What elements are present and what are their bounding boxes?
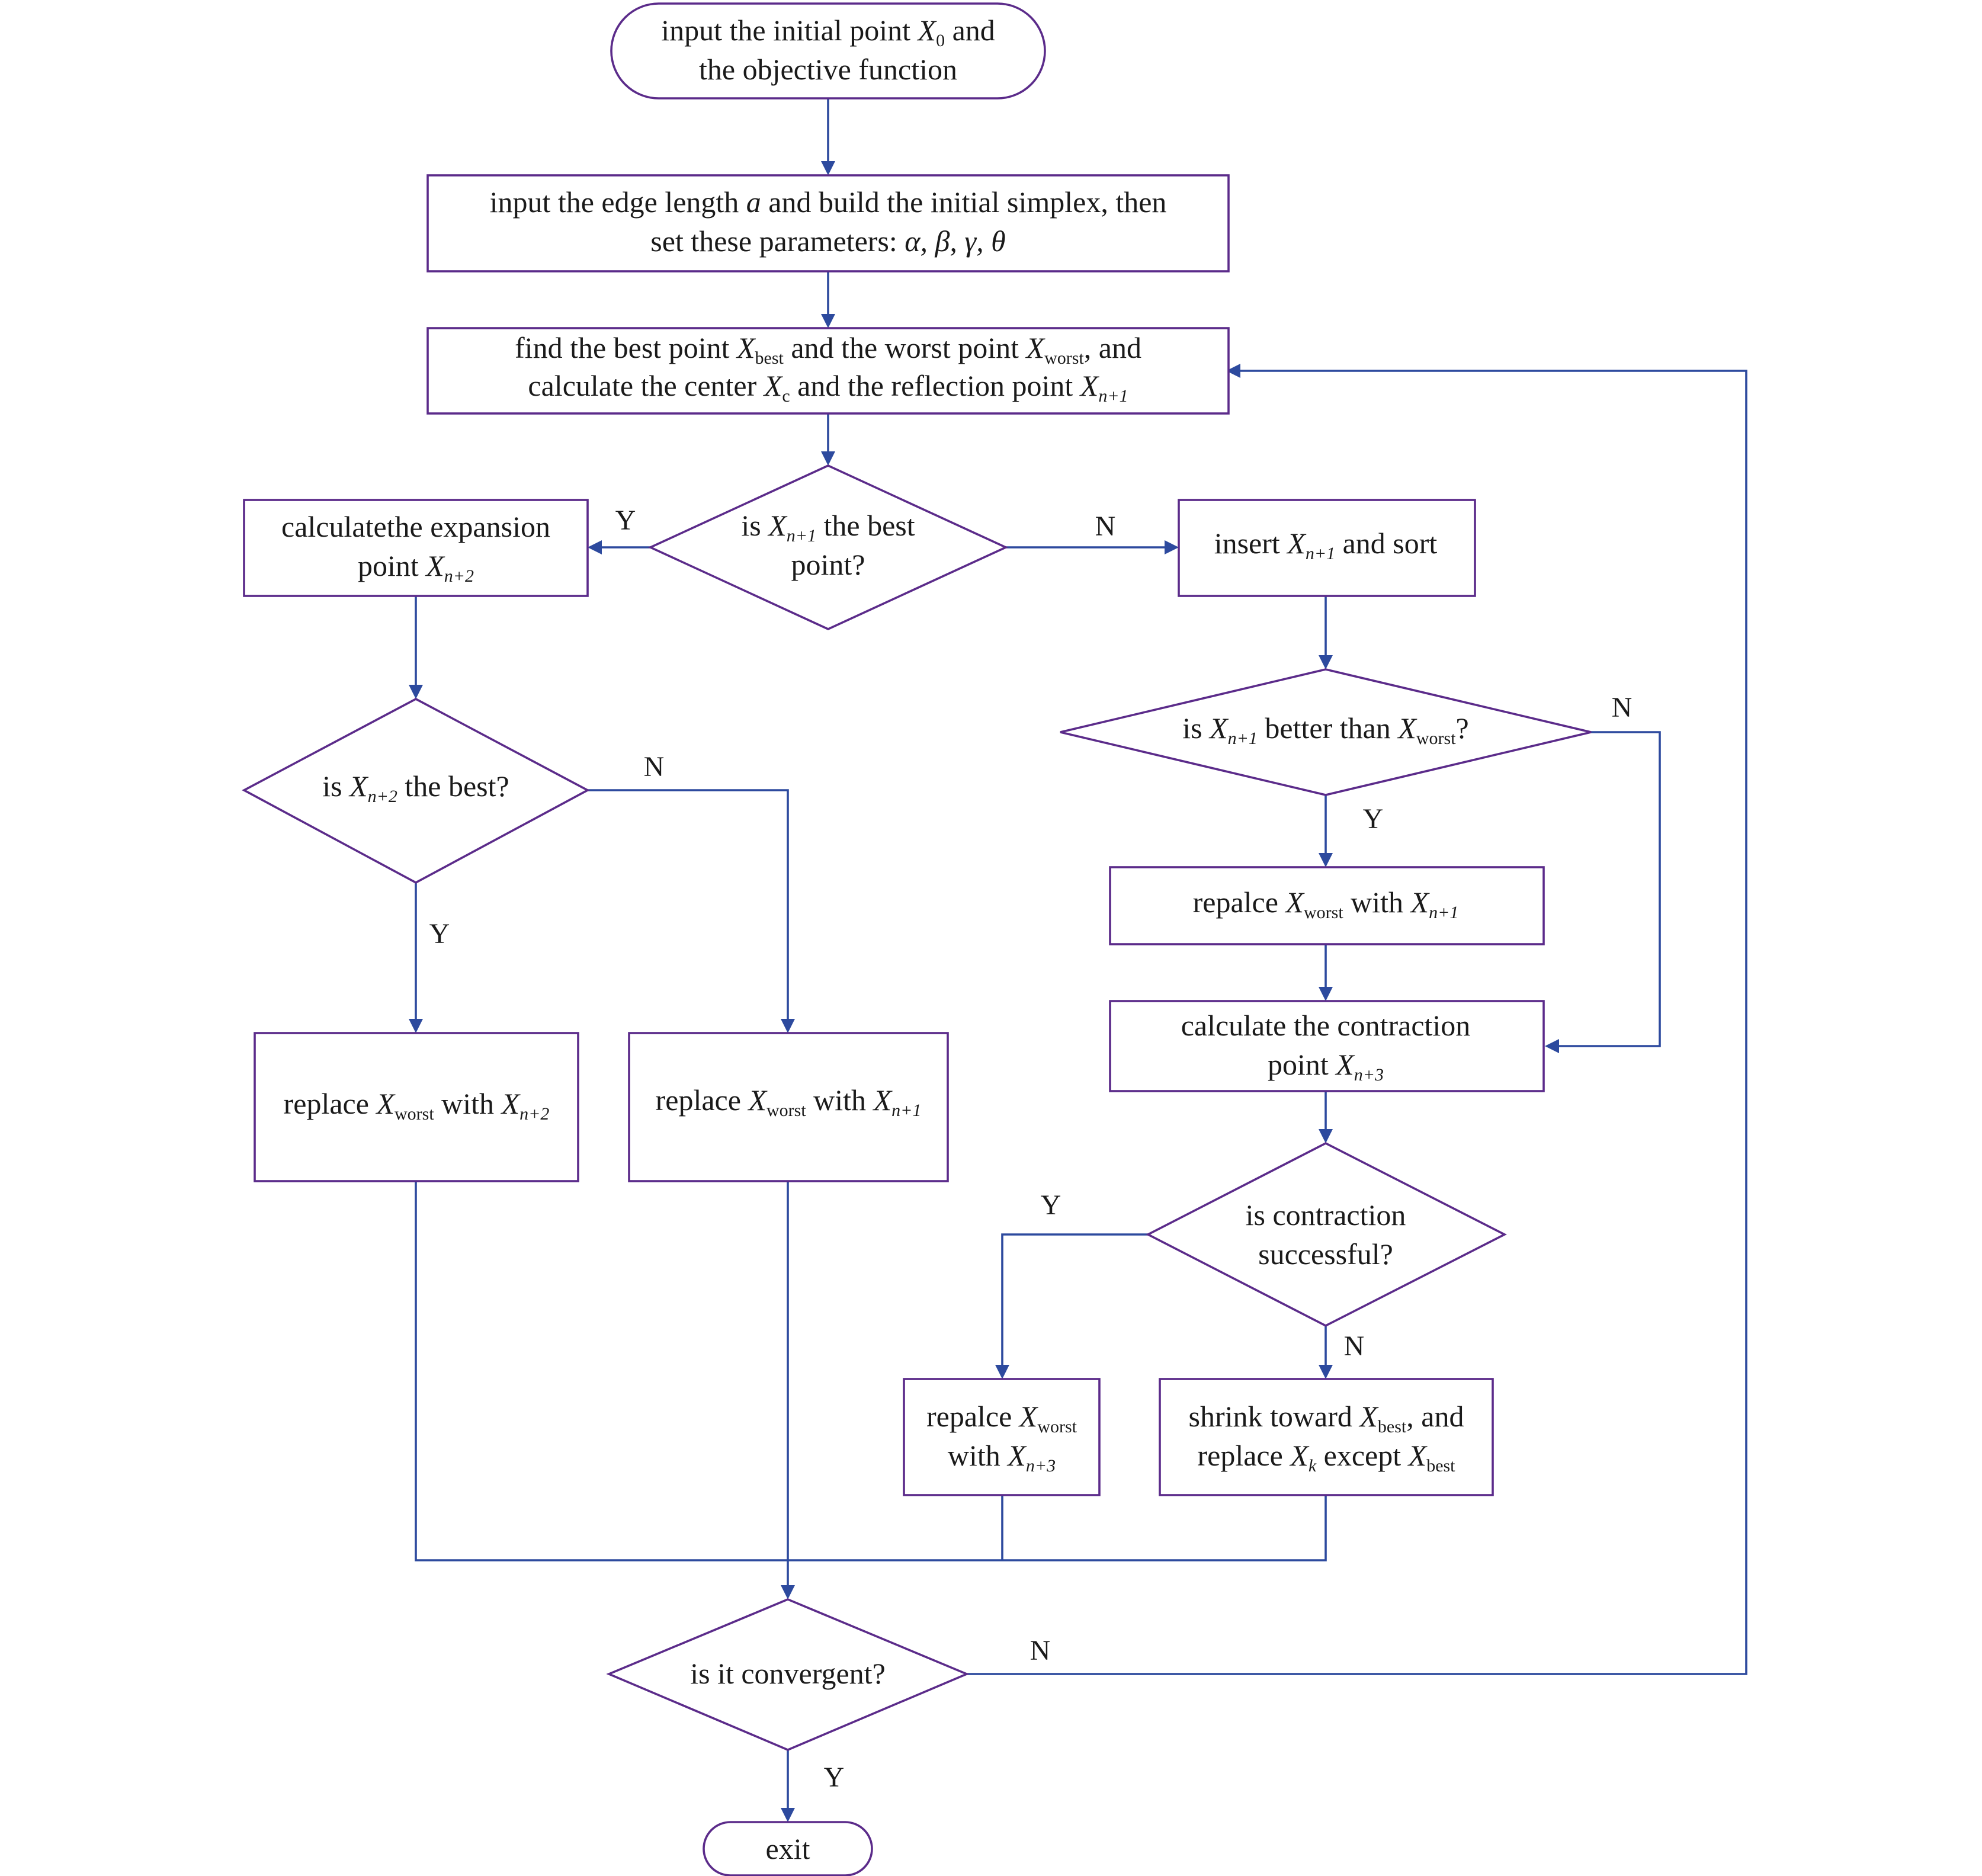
label-exp-best-yes: Y xyxy=(429,918,450,950)
replace-worst-n1-right-node: repalce Xworst with Xn+1 xyxy=(1109,866,1545,945)
decision-shape xyxy=(242,697,590,884)
decision-shape xyxy=(606,1598,970,1751)
replace-n1-right-text: repalce Xworst with Xn+1 xyxy=(1193,886,1459,922)
contraction-line-2: point Xn+3 xyxy=(1268,1048,1384,1085)
decision-shape xyxy=(1146,1141,1507,1327)
decision-contraction-successful: is contraction successful? xyxy=(1146,1141,1507,1327)
start-node: input the initial point X0 and the objec… xyxy=(610,2,1046,100)
decision-best-point: is Xn+1 the best point? xyxy=(647,464,1009,630)
replace-worst-n3-node: repalce Xworst with Xn+3 xyxy=(903,1378,1101,1496)
process-shape xyxy=(426,327,1230,415)
replace-n2-text: replace Xworst with Xn+2 xyxy=(284,1087,550,1124)
arrowhead xyxy=(781,1019,795,1033)
build-line-2: set these parameters: α, β, γ, θ xyxy=(650,225,1005,258)
edge-labels: Y N N Y N Y Y N N Y xyxy=(429,505,1633,1793)
decision-better-text: is Xn+1 better than Xworst? xyxy=(1182,711,1468,748)
decision-shape xyxy=(647,464,1009,630)
process-shape xyxy=(628,1032,949,1182)
process-shape xyxy=(1159,1378,1494,1496)
arrowhead xyxy=(1545,1039,1559,1053)
exit-node: exit xyxy=(703,1821,873,1876)
replace-n1-left-text: replace Xworst with Xn+1 xyxy=(656,1083,922,1120)
contraction-line-1: calculate the contraction xyxy=(1181,1009,1471,1042)
edge-exp-best-no xyxy=(588,789,789,1019)
build-line-1: input the edge length a and build the in… xyxy=(490,185,1167,219)
find-line-1: find the best point Xbest and the worst … xyxy=(515,331,1141,368)
decision-best-line-2: point? xyxy=(791,548,865,581)
process-shape xyxy=(1109,1000,1545,1092)
arrowhead xyxy=(1226,364,1240,378)
arrowhead xyxy=(1319,987,1333,1001)
arrowhead xyxy=(1319,853,1333,867)
decision-better-than-worst: is Xn+1 better than Xworst? xyxy=(1060,668,1592,796)
decision-best-line-1: is Xn+1 the best xyxy=(741,509,915,546)
find-line-2: calculate the center Xc and the reflecti… xyxy=(528,369,1128,406)
process-shape xyxy=(1109,866,1545,945)
arrowhead xyxy=(1319,1129,1333,1143)
process-shape xyxy=(254,1032,579,1182)
arrowhead xyxy=(821,451,835,466)
label-better-yes: Y xyxy=(1363,803,1384,835)
arrowhead xyxy=(1165,540,1179,554)
label-converge-no: N xyxy=(1030,1635,1051,1666)
process-shape xyxy=(903,1378,1101,1496)
decision-expansion-best: is Xn+2 the best? xyxy=(242,697,590,884)
expansion-node: calculatethe expansion point Xn+2 xyxy=(243,499,589,597)
insert-sort-text: insert Xn+1 and sort xyxy=(1214,527,1438,563)
decision-contraction-line-2: successful? xyxy=(1258,1237,1393,1271)
arrowhead xyxy=(1319,1365,1333,1379)
replace-worst-n1-left-node: replace Xworst with Xn+1 xyxy=(628,1032,949,1182)
label-exp-best-no: N xyxy=(644,751,665,783)
arrowhead xyxy=(1319,655,1333,669)
insert-sort-node: insert Xn+1 and sort xyxy=(1178,499,1476,597)
arrowhead xyxy=(409,1019,423,1033)
terminator-shape xyxy=(610,2,1046,100)
label-best-no: N xyxy=(1095,511,1116,542)
edge-contraction-yes xyxy=(1001,1233,1148,1365)
arrowhead xyxy=(821,161,835,175)
shrink-node: shrink toward Xbest, and replace Xk exce… xyxy=(1159,1378,1494,1496)
find-points-node: find the best point Xbest and the worst … xyxy=(426,327,1230,415)
start-line-1: input the initial point X0 and xyxy=(661,14,995,50)
arrowhead xyxy=(821,314,835,328)
connectors xyxy=(409,98,1747,1822)
edge-merge-bottom xyxy=(415,1181,1327,1561)
decision-convergent: is it convergent? xyxy=(606,1598,970,1751)
decision-shape xyxy=(1060,668,1592,796)
arrowhead xyxy=(995,1365,1009,1379)
arrowhead xyxy=(588,540,602,554)
decision-contraction-line-1: is contraction xyxy=(1246,1198,1406,1232)
shrink-line-2: replace Xk except Xbest xyxy=(1197,1439,1455,1476)
exit-text: exit xyxy=(766,1832,810,1865)
process-shape xyxy=(1178,499,1476,597)
expansion-line-1: calculatethe expansion xyxy=(281,510,550,543)
edge-converge-no xyxy=(967,370,1747,1675)
decision-expansion-text: is Xn+2 the best? xyxy=(322,769,509,806)
replace-n3-line-2: with Xn+3 xyxy=(948,1439,1056,1476)
label-best-yes: Y xyxy=(615,505,636,536)
edge-better-no xyxy=(1559,731,1661,1047)
label-contraction-no: N xyxy=(1344,1330,1365,1362)
replace-worst-n2-node: replace Xworst with Xn+2 xyxy=(254,1032,579,1182)
start-line-2: the objective function xyxy=(699,53,957,86)
label-contraction-yes: Y xyxy=(1041,1189,1061,1221)
arrowhead xyxy=(409,685,423,699)
process-shape xyxy=(243,499,589,597)
arrowhead xyxy=(781,1585,795,1599)
build-simplex-node: input the edge length a and build the in… xyxy=(426,174,1230,272)
process-shape xyxy=(426,174,1230,272)
label-converge-yes: Y xyxy=(824,1762,845,1793)
replace-n3-line-1: repalce Xworst xyxy=(926,1400,1077,1436)
shrink-line-1: shrink toward Xbest, and xyxy=(1189,1400,1464,1436)
decision-convergent-text: is it convergent? xyxy=(690,1657,886,1690)
arrowhead xyxy=(781,1808,795,1822)
label-better-no: N xyxy=(1612,692,1633,723)
terminator-shape xyxy=(703,1821,873,1876)
expansion-line-2: point Xn+2 xyxy=(358,549,474,586)
contraction-node: calculate the contraction point Xn+3 xyxy=(1109,1000,1545,1092)
